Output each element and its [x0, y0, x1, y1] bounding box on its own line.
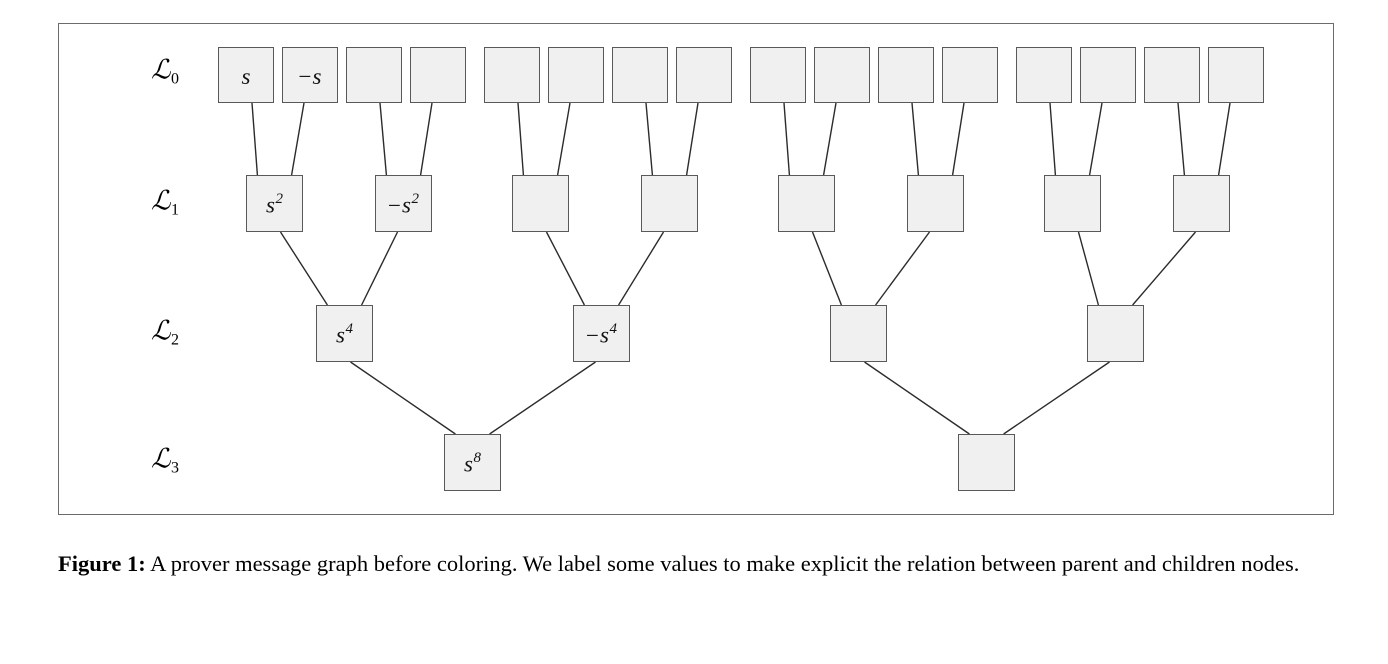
caption-text: A prover message graph before coloring. … [150, 551, 1300, 576]
level-label-l1: ℒ1 [151, 187, 179, 218]
minus-sign: − [298, 63, 312, 89]
level-label-l3: ℒ3 [151, 445, 179, 476]
node-label-base: s [266, 192, 275, 218]
level-label-subscript: 1 [170, 201, 179, 219]
node-label-base: s [600, 322, 609, 348]
minus-sign: − [388, 192, 402, 218]
node-l1-7[interactable] [1173, 175, 1230, 232]
level-label-subscript: 2 [170, 331, 179, 349]
node-l2-3[interactable] [1087, 305, 1144, 362]
node-label: s [242, 65, 251, 88]
node-l2-0[interactable]: s4 [316, 305, 373, 362]
node-label-exponent: 8 [473, 450, 481, 467]
node-l1-5[interactable] [907, 175, 964, 232]
level-label-subscript: 0 [170, 70, 179, 88]
node-label: s8 [464, 450, 481, 477]
node-label: −s [299, 65, 322, 88]
node-l1-0[interactable]: s2 [246, 175, 303, 232]
node-label-exponent: 4 [609, 321, 617, 338]
node-label: s4 [336, 321, 353, 348]
node-label-base: s [241, 63, 251, 89]
node-l0-7[interactable] [676, 47, 732, 103]
figure-caption: Figure 1: A prover message graph before … [58, 548, 1338, 580]
level-label-l2: ℒ2 [151, 317, 179, 348]
node-l1-6[interactable] [1044, 175, 1101, 232]
node-label-exponent: 2 [275, 191, 283, 208]
node-label-base: s [336, 322, 345, 348]
level-label-base: ℒ [151, 315, 171, 347]
node-l0-1[interactable]: −s [282, 47, 338, 103]
node-l0-5[interactable] [548, 47, 604, 103]
node-l0-10[interactable] [878, 47, 934, 103]
node-label: −s2 [388, 191, 419, 218]
level-label-subscript: 3 [170, 459, 179, 477]
node-label: −s4 [586, 321, 617, 348]
node-label-base: s [312, 63, 322, 89]
level-label-base: ℒ [151, 443, 171, 475]
node-l0-6[interactable] [612, 47, 668, 103]
node-label-exponent: 2 [411, 191, 419, 208]
node-label: s2 [266, 191, 283, 218]
node-label-exponent: 4 [345, 321, 353, 338]
level-label-base: ℒ [151, 54, 171, 86]
node-label-base: s [464, 451, 473, 477]
node-label-base: s [402, 192, 411, 218]
node-l0-14[interactable] [1144, 47, 1200, 103]
node-l2-2[interactable] [830, 305, 887, 362]
node-l1-4[interactable] [778, 175, 835, 232]
level-label-base: ℒ [151, 185, 171, 217]
node-l0-2[interactable] [346, 47, 402, 103]
node-l0-12[interactable] [1016, 47, 1072, 103]
node-l0-3[interactable] [410, 47, 466, 103]
node-l0-13[interactable] [1080, 47, 1136, 103]
node-l1-2[interactable] [512, 175, 569, 232]
node-l2-1[interactable]: −s4 [573, 305, 630, 362]
node-l1-3[interactable] [641, 175, 698, 232]
node-l3-1[interactable] [958, 434, 1015, 491]
node-l3-0[interactable]: s8 [444, 434, 501, 491]
node-l0-0[interactable]: s [218, 47, 274, 103]
caption-label: Figure 1: [58, 551, 146, 576]
node-l0-8[interactable] [750, 47, 806, 103]
node-l0-15[interactable] [1208, 47, 1264, 103]
node-l0-11[interactable] [942, 47, 998, 103]
minus-sign: − [586, 322, 600, 348]
node-l0-4[interactable] [484, 47, 540, 103]
level-label-l0: ℒ0 [151, 56, 179, 87]
node-l1-1[interactable]: −s2 [375, 175, 432, 232]
node-l0-9[interactable] [814, 47, 870, 103]
